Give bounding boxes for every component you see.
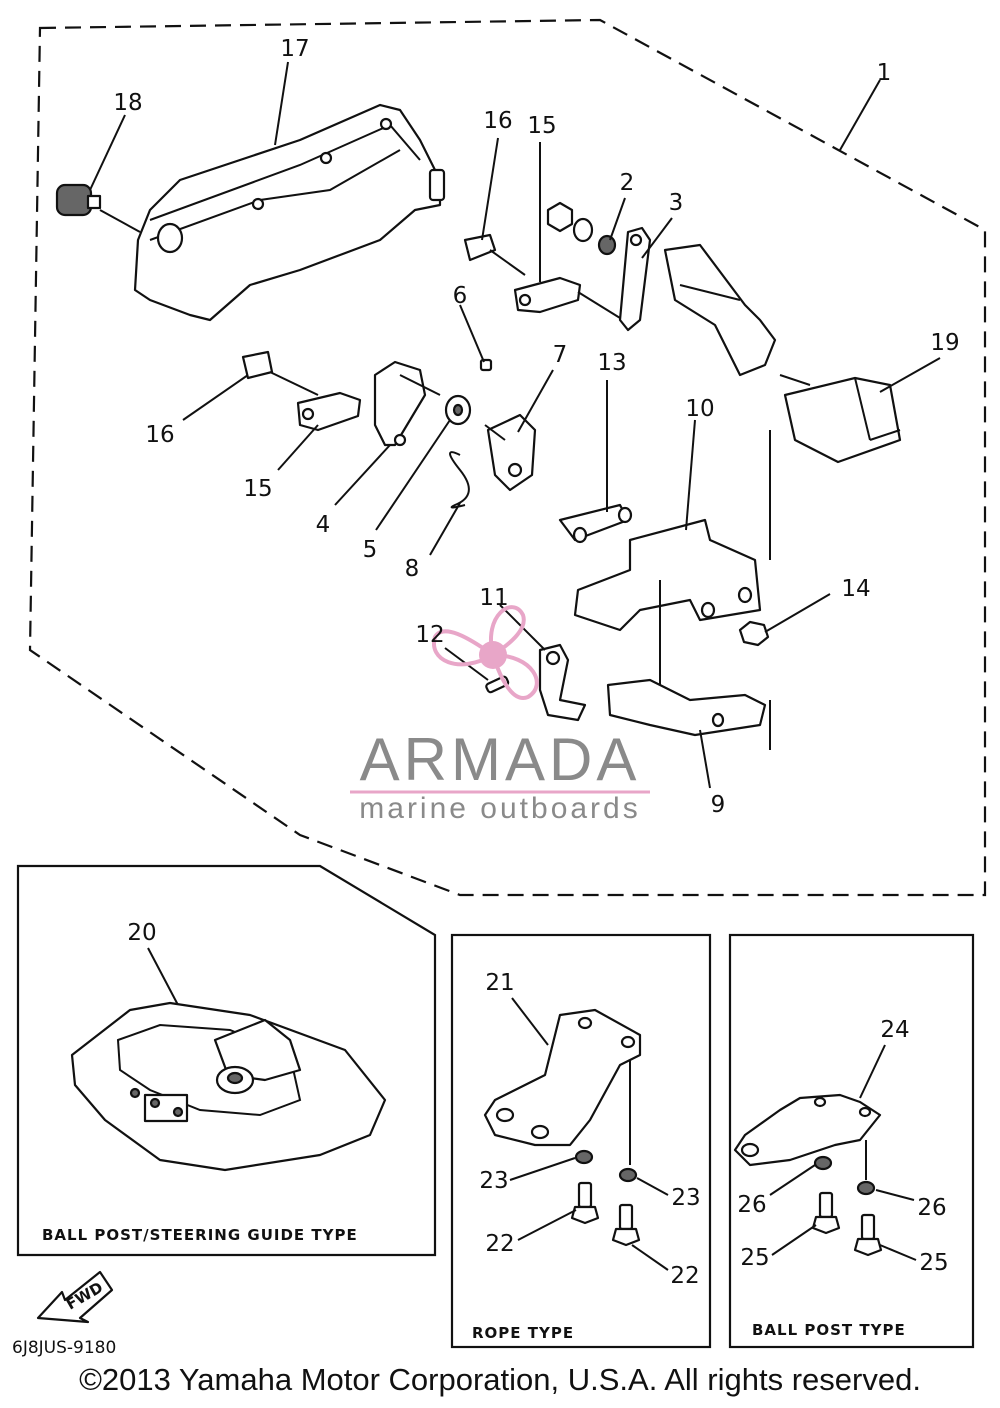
part-14-nut xyxy=(700,601,770,647)
part-23-washer-a xyxy=(574,1149,594,1165)
copyright-notice: ©2013 Yamaha Motor Corporation, U.S.A. A… xyxy=(79,1362,921,1397)
label-15-top: 15 xyxy=(527,113,556,139)
part-labels-main: 17 18 1 16 15 2 3 6 7 13 19 10 16 15 4 5… xyxy=(113,36,959,818)
propeller-logo xyxy=(432,605,539,700)
label-23-left: 23 xyxy=(479,1168,508,1194)
label-25-right: 25 xyxy=(919,1250,948,1276)
label-19: 19 xyxy=(930,330,959,356)
label-10: 10 xyxy=(685,396,714,422)
label-17: 17 xyxy=(280,36,309,62)
label-3: 3 xyxy=(669,190,684,216)
label-26-right: 26 xyxy=(917,1195,946,1221)
fwd-arrow: FWD xyxy=(36,1270,114,1324)
label-8: 8 xyxy=(405,556,420,582)
part-22-bolt-b xyxy=(611,1203,641,1247)
part-7-cam xyxy=(484,413,537,492)
label-7: 7 xyxy=(553,342,568,368)
part-5-washer xyxy=(444,394,472,426)
part-18-knob xyxy=(55,183,141,233)
part-19-grommet xyxy=(783,376,902,464)
part-8-spring xyxy=(449,451,470,509)
part-25-bolt-a xyxy=(811,1191,841,1235)
part-21-rope-bracket xyxy=(483,1008,642,1165)
label-16-left: 16 xyxy=(145,422,174,448)
label-18: 18 xyxy=(113,90,142,116)
label-23-right: 23 xyxy=(671,1185,700,1211)
label-22-left: 22 xyxy=(485,1231,514,1257)
throttle-shaft xyxy=(663,243,811,386)
label-22-right: 22 xyxy=(670,1263,699,1289)
label-20: 20 xyxy=(127,920,156,946)
caption-ball-post-type: BALL POST TYPE xyxy=(752,1321,906,1339)
part-22-bolt-a xyxy=(570,1181,600,1225)
panel-ball-post-steering: 20 BALL POST/STEERING GUIDE TYPE xyxy=(16,864,437,1257)
label-6: 6 xyxy=(453,283,468,309)
part-4-lever xyxy=(373,360,441,447)
label-15-left: 15 xyxy=(243,476,272,502)
label-26-left: 26 xyxy=(737,1192,766,1218)
part-20-guide-plate xyxy=(70,1001,387,1172)
watermark-tagline: marine outboards xyxy=(359,792,640,825)
part-25-bolt-b xyxy=(853,1213,883,1257)
label-16-top: 16 xyxy=(483,108,512,134)
label-12: 12 xyxy=(415,622,444,648)
label-21: 21 xyxy=(485,970,514,996)
armada-watermark: ARMADA marine outboards xyxy=(350,605,650,825)
part-6-pin xyxy=(479,358,493,372)
part-15-joint-top xyxy=(513,276,621,319)
label-9: 9 xyxy=(711,792,726,818)
part-16-clip-top xyxy=(463,233,526,276)
panel-rope-type: 21 23 23 22 22 ROPE TYPE xyxy=(450,933,712,1349)
watermark-brand: ARMADA xyxy=(360,726,641,793)
part-13-ubolt xyxy=(558,503,633,544)
assembly-boundary xyxy=(28,18,987,897)
label-14: 14 xyxy=(841,576,870,602)
panel-ball-post-type: 24 26 26 25 25 BALL POST TYPE xyxy=(728,933,975,1349)
label-24: 24 xyxy=(880,1017,909,1043)
part-24-ball-post-bracket xyxy=(733,1093,882,1180)
caption-rope-type: ROPE TYPE xyxy=(472,1324,574,1342)
part-26-washer-a xyxy=(813,1155,833,1171)
label-25-left: 25 xyxy=(740,1245,769,1271)
label-11: 11 xyxy=(479,585,508,611)
label-13: 13 xyxy=(597,350,626,376)
label-4: 4 xyxy=(316,512,331,538)
part-11-arm xyxy=(538,643,587,722)
label-5: 5 xyxy=(363,537,378,563)
part-17-cover xyxy=(133,103,446,322)
caption-ball-post-steering: BALL POST/STEERING GUIDE TYPE xyxy=(42,1226,358,1244)
part-16-clip-left xyxy=(241,350,319,396)
label-1: 1 xyxy=(877,60,892,86)
nut-washer-stack xyxy=(546,201,617,256)
part-3-lever xyxy=(618,226,652,332)
part-9-bracket xyxy=(606,678,771,750)
part-10-bracket xyxy=(573,430,771,690)
label-2: 2 xyxy=(620,170,635,196)
part-23-washer-b xyxy=(618,1167,638,1183)
part-26-washer-b xyxy=(856,1180,876,1196)
part-15-joint-left xyxy=(296,391,362,432)
drawing-code: 6J8JUS-9180 xyxy=(12,1338,116,1358)
